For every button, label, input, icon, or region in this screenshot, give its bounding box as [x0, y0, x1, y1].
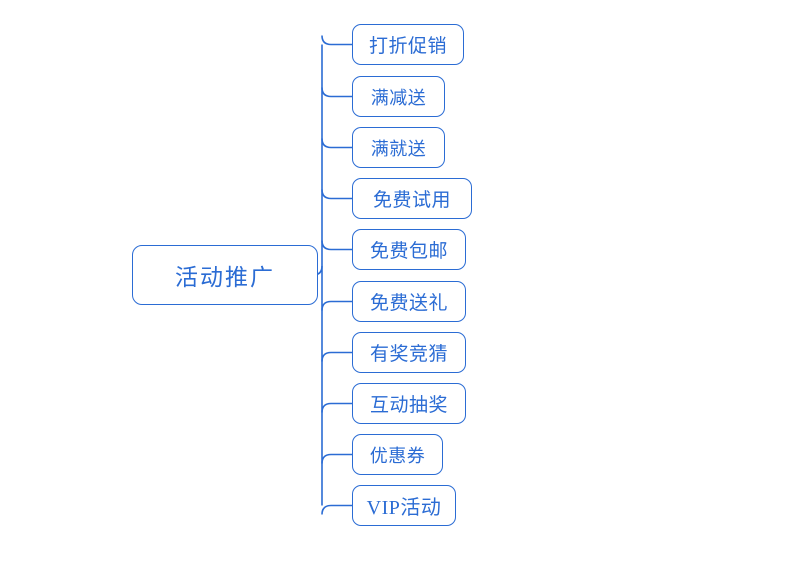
child-node-label: VIP活动: [366, 497, 442, 519]
branch-connector: [321, 453, 352, 464]
child-node-label: 有奖竞猜: [369, 344, 448, 365]
child-node[interactable]: 满就送: [352, 127, 445, 168]
child-node[interactable]: 免费送礼: [352, 281, 466, 322]
branch-connector: [321, 240, 352, 251]
branch-connector: [321, 87, 352, 98]
child-node[interactable]: VIP活动: [352, 485, 456, 526]
child-node-label: 免费试用: [372, 190, 451, 211]
child-node[interactable]: 互动抽奖: [352, 383, 466, 424]
root-node-label: 活动推广: [175, 264, 275, 290]
branch-connector: [321, 504, 352, 515]
child-node-label: 打折促销: [368, 36, 447, 57]
branch-connector: [321, 35, 352, 46]
branch-connector: [321, 351, 352, 362]
branch-connector: [321, 138, 352, 149]
child-node[interactable]: 免费试用: [352, 178, 472, 219]
child-node[interactable]: 免费包邮: [352, 229, 466, 270]
branch-connector: [321, 402, 352, 413]
child-node[interactable]: 有奖竞猜: [352, 332, 466, 373]
root-node[interactable]: 活动推广: [132, 245, 318, 305]
child-node-label: 优惠券: [369, 445, 426, 466]
child-node[interactable]: 满减送: [352, 76, 445, 117]
branch-connector: [321, 300, 352, 311]
child-node[interactable]: 优惠券: [352, 434, 443, 475]
child-node-label: 互动抽奖: [369, 395, 448, 416]
child-node-label: 免费包邮: [369, 241, 448, 262]
child-node-label: 满减送: [370, 87, 427, 108]
child-node-label: 免费送礼: [369, 293, 448, 314]
child-node[interactable]: 打折促销: [352, 24, 464, 65]
child-node-label: 满就送: [370, 138, 427, 159]
branch-connector: [321, 189, 352, 200]
